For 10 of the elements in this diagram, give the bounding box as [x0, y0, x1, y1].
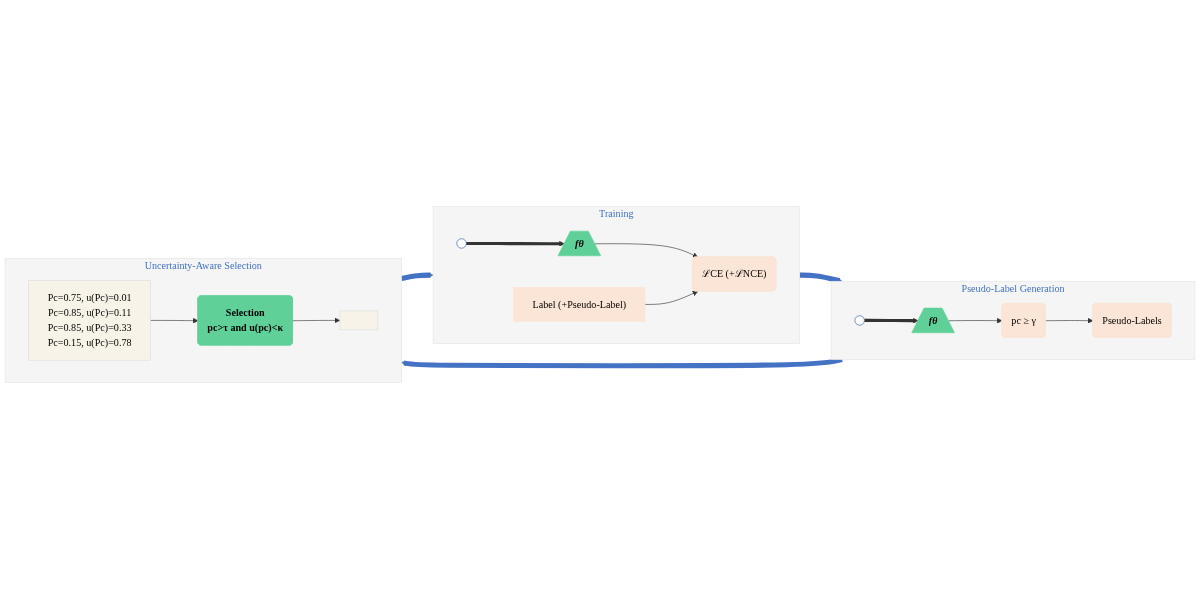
arrow [466, 241, 565, 247]
node-circle [456, 238, 467, 249]
node-box [339, 310, 379, 331]
arrow [864, 317, 919, 324]
arrow [401, 357, 843, 369]
arrow [799, 272, 843, 284]
node-box: Label (+Pseudo-Label) [513, 287, 646, 322]
arrow [400, 272, 434, 281]
node-circle [854, 315, 865, 326]
node-box: Pc=0.75, u(Pc)=0.01 Pc=0.85, u(Pc)=0.11 Pc=0.85, u(Pc)=0.33 Pc=0.15, u(Pc)=0.78 [28, 280, 151, 361]
